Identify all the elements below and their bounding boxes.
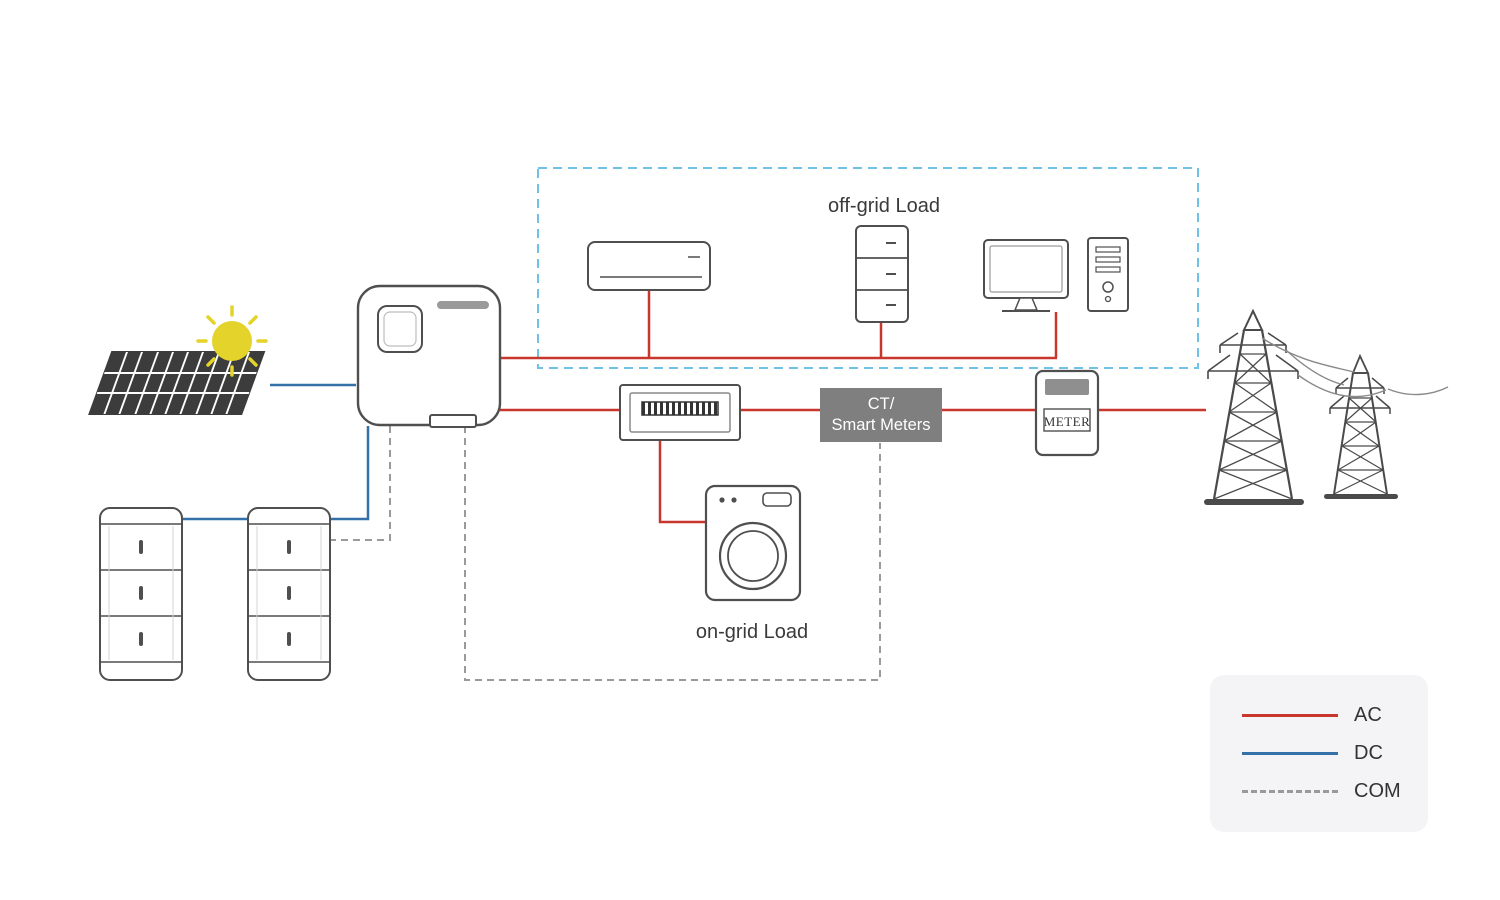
transmission-tower-large-icon [1204, 308, 1304, 505]
off-grid-boundary-box [537, 167, 1199, 369]
legend-row-ac: AC [1242, 704, 1428, 727]
com-lines [330, 426, 881, 681]
solar-panel-icon [88, 351, 266, 415]
legend-dc-label: DC [1354, 742, 1383, 764]
legend-row-com: COM [1242, 780, 1428, 803]
legend-com-label: COM [1354, 780, 1401, 802]
sun-icon [196, 305, 268, 377]
on-grid-load-label: on-grid Load [695, 621, 809, 643]
legend-ac-line-swatch [1242, 714, 1338, 717]
legend-row-dc: DC [1242, 742, 1428, 765]
ct-label-line2: Smart Meters [831, 416, 931, 434]
legend-dc-line-swatch [1242, 752, 1338, 755]
legend-ac-label: AC [1354, 704, 1382, 726]
legend-com-line-swatch [1242, 790, 1338, 793]
breaker-panel-icon [619, 384, 741, 441]
energy-meter-icon [1034, 369, 1100, 457]
ct-smart-meters-box: CT/ Smart Meters [820, 388, 942, 442]
transmission-tower-small-icon [1324, 353, 1398, 499]
computer-icon [983, 237, 1129, 312]
power-wires [1261, 337, 1449, 398]
battery-stack-2-icon [247, 507, 331, 681]
inverter-icon [356, 284, 502, 428]
meter-label: METER [1043, 414, 1091, 429]
air-conditioner-icon [587, 241, 711, 291]
battery-stack-1-icon [99, 507, 183, 681]
refrigerator-icon [855, 225, 909, 323]
dc-lines [182, 383, 370, 521]
washing-machine-icon [704, 484, 802, 602]
ac-lines [500, 290, 1206, 524]
legend: AC DC COM [1210, 675, 1428, 832]
ct-label-line1: CT/ [867, 394, 895, 413]
off-grid-load-label: off-grid Load [828, 195, 940, 217]
